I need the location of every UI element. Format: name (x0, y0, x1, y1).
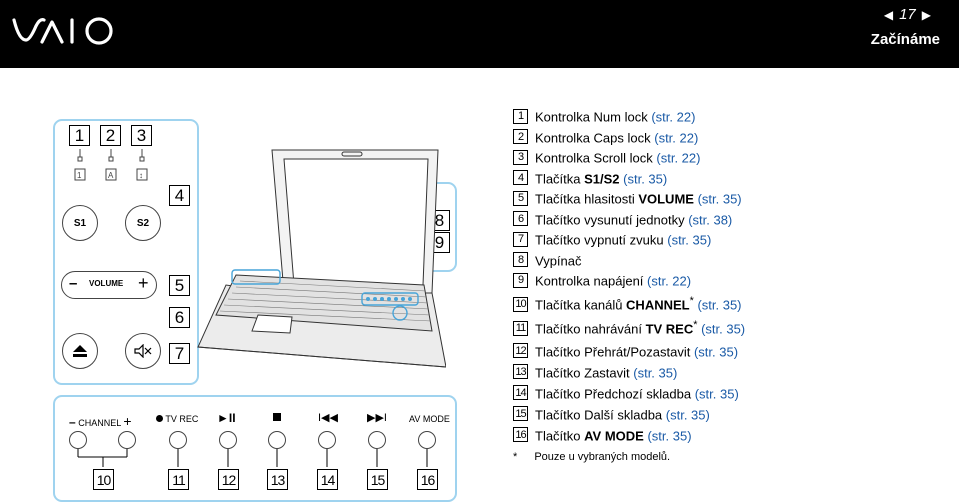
vaio-logo (12, 17, 113, 45)
list-item: 12 Tlačítko Přehrát/Pozastavit (str. 35) (513, 341, 738, 361)
page-reference-link[interactable]: (str. 22) (647, 273, 692, 289)
s1-button[interactable]: S1 (62, 205, 98, 241)
s1-label: S1 (73, 217, 87, 229)
svg-text:↕: ↕ (139, 171, 143, 180)
callout-12: 12 (218, 469, 239, 490)
page-reference-link[interactable]: (str. 22) (651, 109, 696, 125)
page-navigation: ◀ 17 ▶ (884, 6, 931, 23)
page-reference-link[interactable]: (str. 35) (643, 428, 692, 444)
svg-text:A: A (108, 171, 114, 180)
list-item: 1 Kontrolka Num lock (str. 22) (513, 106, 695, 126)
channel-minus-button[interactable] (69, 431, 87, 449)
list-item: 9 Kontrolka napájení (str. 22) (513, 270, 691, 290)
callout-15: 15 (367, 469, 388, 490)
callout-13: 13 (267, 469, 288, 490)
record-icon (156, 415, 163, 422)
right-arrow-icon[interactable]: ▶ (921, 7, 931, 22)
list-item: 6 Tlačítko vysunutí jednotky (str. 38) (513, 209, 732, 229)
s2-button[interactable]: S2 (125, 205, 161, 241)
page-reference-link[interactable]: (str. 35) (665, 407, 710, 423)
volume-rocker[interactable]: – VOLUME + (61, 271, 157, 299)
mute-icon (134, 344, 152, 358)
tv-rec-button[interactable] (169, 431, 187, 449)
volume-minus: – (69, 275, 78, 292)
footnote-mark: * (513, 451, 518, 463)
list-item: 2 Kontrolka Caps lock (str. 22) (513, 127, 698, 147)
stop-icon (273, 413, 281, 421)
list-item: 4 Tlačítka S1/S2 (str. 35) (513, 168, 667, 188)
callout-16: 16 (417, 469, 438, 490)
list-item: 8 Vypínač (513, 250, 582, 270)
callout-5: 5 (169, 275, 190, 296)
next-track-icon: ▶▶I (367, 412, 387, 424)
volume-label: VOLUME (89, 279, 124, 288)
callout-14: 14 (317, 469, 338, 490)
s2-label: S2 (136, 217, 150, 229)
page-reference-link[interactable]: (str. 22) (654, 130, 699, 146)
av-mode-label: AV MODE (409, 414, 450, 424)
left-arrow-icon[interactable]: ◀ (883, 7, 894, 22)
page-reference-link[interactable]: (str. 35) (693, 344, 739, 360)
callout-6: 6 (169, 307, 190, 328)
page-reference-link[interactable]: (str. 35) (693, 191, 742, 207)
page-reference-link[interactable]: (str. 35) (667, 232, 712, 248)
av-mode-button[interactable] (418, 431, 436, 449)
channel-label: CHANNEL (78, 418, 121, 428)
previous-track-icon: I◀◀ (318, 412, 338, 424)
callout-leader-lines (77, 449, 428, 467)
media-buttons-panel: – CHANNEL + TV REC ►II I◀◀ ▶▶I AV MODE 1… (53, 395, 457, 502)
stop-button[interactable] (268, 431, 286, 449)
tv-rec-label-group: TV REC (156, 414, 198, 424)
list-item: 5 Tlačítka hlasitosti VOLUME (str. 35) (513, 188, 742, 208)
list-item: 13 Tlačítko Zastavit (str. 35) (513, 362, 677, 382)
list-item: 15 Tlačítko Další skladba (str. 35) (513, 404, 710, 424)
callout-7: 7 (169, 343, 190, 364)
eject-icon (73, 345, 87, 357)
play-pause-button[interactable] (219, 431, 237, 449)
list-item: 3 Kontrolka Scroll lock (str. 22) (513, 147, 700, 167)
channel-minus: – (69, 415, 76, 429)
svg-text:1: 1 (77, 171, 82, 180)
page-reference-link[interactable]: (str. 35) (697, 321, 746, 337)
channel-plus-button[interactable] (118, 431, 136, 449)
volume-plus: + (138, 273, 149, 293)
list-item: 16 Tlačítko AV MODE (str. 35) (513, 425, 692, 445)
page-header: ◀ 17 ▶ Začínáme (0, 0, 959, 68)
channel-plus: + (123, 413, 132, 429)
laptop-illustration (197, 149, 446, 368)
page-number: 17 (899, 6, 916, 23)
callout-10: 10 (93, 469, 114, 490)
lock-indicator-icons: 1 A ↕ (74, 149, 148, 181)
previous-track-button[interactable] (318, 431, 336, 449)
list-item: 14 Tlačítko Předchozí skladba (str. 35) (513, 383, 739, 403)
list-item: 10 Tlačítka kanálů CHANNEL* (str. 35) (513, 294, 742, 314)
play-pause-icon: ►II (217, 411, 236, 425)
callout-11: 11 (168, 469, 189, 490)
callout-1: 1 (69, 125, 90, 146)
callout-3: 3 (131, 125, 152, 146)
next-track-button[interactable] (368, 431, 386, 449)
section-title: Začínáme (870, 31, 940, 48)
page-reference-link[interactable]: (str. 38) (688, 212, 733, 228)
footnote: * Pouze u vybraných modelů. (513, 451, 670, 463)
channel-label-group: – CHANNEL + (69, 413, 132, 429)
eject-button[interactable] (62, 333, 98, 369)
mute-button[interactable] (125, 333, 161, 369)
list-item: 11 Tlačítko nahrávání TV REC* (str. 35) (513, 318, 745, 338)
tv-rec-label: TV REC (165, 414, 199, 424)
list-item: 7 Tlačítko vypnutí zvuku (str. 35) (513, 229, 711, 249)
page-reference-link[interactable]: (str. 35) (693, 297, 742, 313)
page-reference-link[interactable]: (str. 35) (694, 386, 739, 402)
page-reference-link[interactable]: (str. 35) (619, 171, 668, 187)
page-reference-link[interactable]: (str. 22) (656, 150, 701, 166)
callout-4: 4 (169, 185, 190, 206)
buttons-panel-left: 1 2 3 1 A ↕ 4 S1 S2 – VOLUME + 5 6 7 (53, 119, 199, 385)
footnote-text: Pouze u vybraných modelů. (534, 451, 671, 463)
page-reference-link[interactable]: (str. 35) (633, 365, 678, 381)
callout-2: 2 (100, 125, 121, 146)
